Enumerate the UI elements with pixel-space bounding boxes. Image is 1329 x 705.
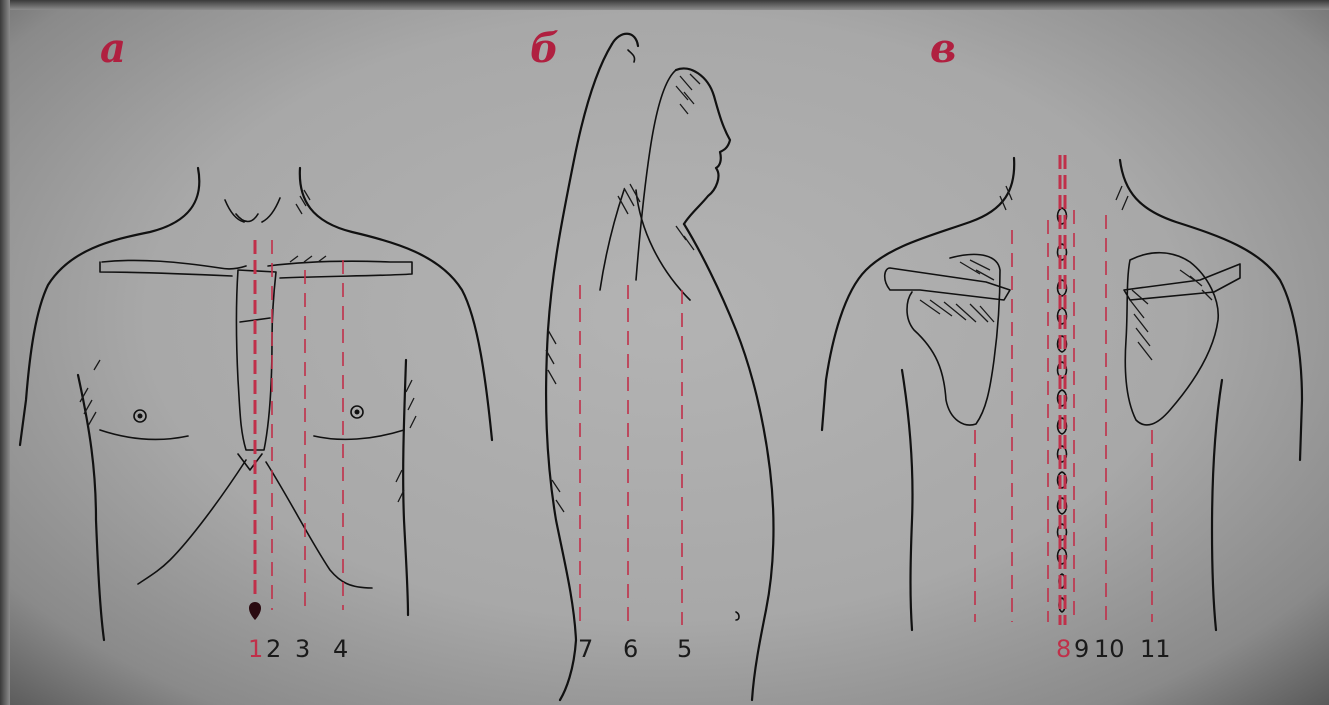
marker-1	[249, 602, 261, 620]
panel-a-label: а	[100, 25, 126, 72]
panel-b-label: б	[530, 25, 559, 72]
line-label-11: 11	[1140, 635, 1171, 663]
line-label-6: 6	[623, 635, 638, 663]
panel-v-label: в	[930, 25, 956, 72]
line-label-2: 2	[266, 635, 281, 663]
line-label-7: 7	[578, 635, 593, 663]
line-label-10: 10	[1094, 635, 1125, 663]
line-label-8: 8	[1056, 635, 1071, 663]
line-label-5: 5	[677, 635, 692, 663]
line-label-9: 9	[1074, 635, 1089, 663]
panel-v-back-view: в	[822, 25, 1302, 663]
panel-a-front-torso: а 1 2 3	[20, 25, 492, 663]
line-label-1: 1	[248, 635, 263, 663]
line-label-3: 3	[295, 635, 310, 663]
line-label-4: 4	[333, 635, 348, 663]
panel-b-side-view: б 7 6 5	[530, 25, 773, 700]
